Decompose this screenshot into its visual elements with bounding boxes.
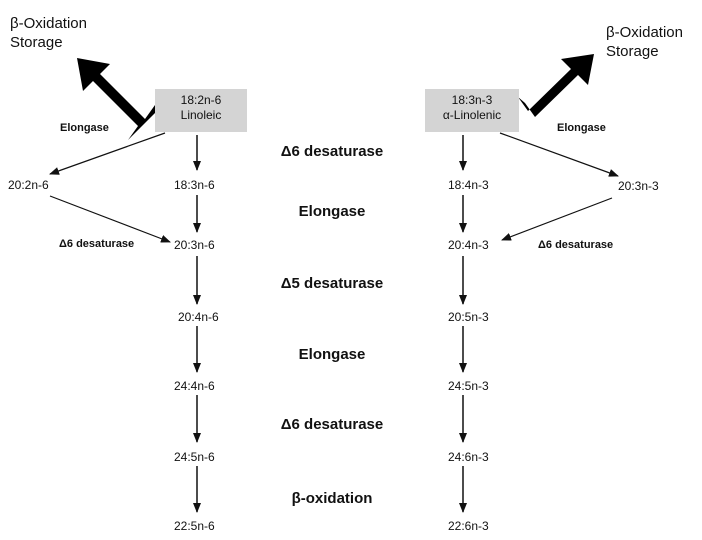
step-elongase-2: Elongase	[298, 346, 366, 363]
arrow-alpha-linolenic-to-20-3n3	[499, 132, 619, 177]
step-delta6-desaturase-2: Δ6 desaturase	[280, 416, 384, 433]
step-beta-oxidation: β-oxidation	[291, 490, 373, 507]
left-fate-big-arrow	[77, 58, 160, 140]
left-side-elongase-label: Elongase	[60, 122, 109, 134]
node-20-3n-6: 20:3n-6	[174, 238, 215, 252]
left-fate-line-1: β-Oxidation	[10, 15, 87, 32]
right-fate-line-2: Storage	[606, 43, 659, 60]
node-20-4n-3: 20:4n-3	[448, 238, 489, 252]
node-22-6n-3: 22:6n-3	[448, 519, 489, 533]
right-side-desaturase-label: Δ6 desaturase	[538, 239, 614, 251]
node-24-5n-3: 24:5n-3	[448, 379, 489, 393]
right-side-elongase-label: Elongase	[557, 122, 606, 134]
arrow-20-3n3-to-20-4n3	[501, 197, 613, 241]
node-20-3n-3: 20:3n-3	[618, 179, 659, 193]
left-fate-label: β-Oxidation Storage	[10, 14, 87, 52]
node-24-5n-6: 24:5n-6	[174, 450, 215, 464]
left-fate-line-2: Storage	[10, 34, 63, 51]
alpha-linolenic-formula: 18:3n-3	[451, 93, 493, 107]
node-18-4n-3: 18:4n-3	[448, 178, 489, 192]
node-24-4n-6: 24:4n-6	[174, 379, 215, 393]
right-fate-line-1: β-Oxidation	[606, 24, 683, 41]
node-22-5n-6: 22:5n-6	[174, 519, 215, 533]
node-18-3n-6: 18:3n-6	[174, 178, 215, 192]
linoleic-name: Linoleic	[180, 108, 222, 122]
linoleic-formula: 18:2n-6	[180, 93, 222, 107]
arrow-20-2n6-to-20-3n6	[49, 195, 171, 243]
alpha-linolenic-precursor-box: 18:3n-3 α-Linolenic	[425, 89, 519, 132]
right-fate-label: β-Oxidation Storage	[606, 23, 683, 61]
right-fate-big-arrow	[518, 54, 594, 117]
step-delta5-desaturase: Δ5 desaturase	[280, 275, 384, 292]
node-20-4n-6: 20:4n-6	[178, 310, 219, 324]
step-elongase-1: Elongase	[298, 203, 366, 220]
left-side-desaturase-label: Δ6 desaturase	[59, 238, 135, 250]
node-20-2n-6: 20:2n-6	[8, 178, 49, 192]
linoleic-precursor-box: 18:2n-6 Linoleic	[155, 89, 247, 132]
node-20-5n-3: 20:5n-3	[448, 310, 489, 324]
arrow-linoleic-to-20-2n6	[49, 132, 166, 175]
step-delta6-desaturase-1: Δ6 desaturase	[280, 143, 384, 160]
alpha-linolenic-name: α-Linolenic	[442, 108, 502, 122]
node-24-6n-3: 24:6n-3	[448, 450, 489, 464]
